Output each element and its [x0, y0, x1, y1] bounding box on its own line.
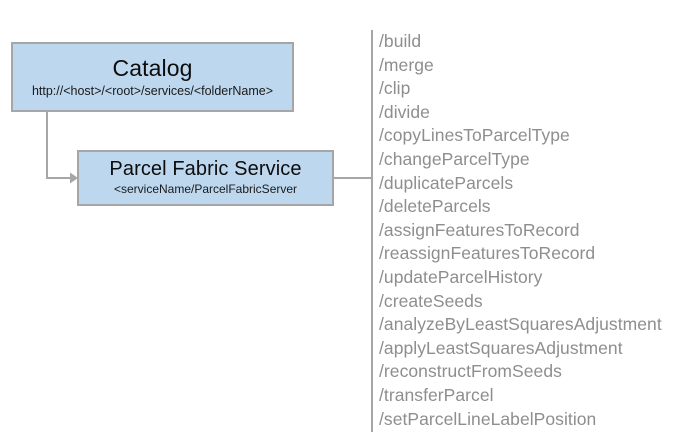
catalog-node[interactable]: Catalog http://<host>/<root>/services/<f… — [11, 42, 294, 112]
operation-item[interactable]: /transferParcel — [379, 384, 494, 405]
operation-item[interactable]: /changeParcelType — [379, 148, 530, 169]
operation-item[interactable]: /clip — [379, 78, 411, 99]
operation-item[interactable]: /analyzeByLeastSquaresAdjustment — [379, 314, 662, 335]
connector-catalog-to-service — [46, 112, 70, 179]
operation-item[interactable]: /applyLeastSquaresAdjustment — [379, 337, 623, 358]
operations-list: /build/merge/clip/divide/copyLinesToParc… — [379, 30, 684, 431]
operation-item[interactable]: /merge — [379, 54, 434, 75]
operation-item[interactable]: /reconstructFromSeeds — [379, 361, 562, 382]
catalog-node-title: Catalog — [112, 54, 193, 81]
operation-item[interactable]: /assignFeaturesToRecord — [379, 219, 580, 240]
operation-item[interactable]: /duplicateParcels — [379, 172, 514, 193]
operation-item[interactable]: /createSeeds — [379, 290, 483, 311]
catalog-node-url: http://<host>/<root>/services/<folderNam… — [31, 83, 274, 98]
operation-item[interactable]: /deleteParcels — [379, 196, 491, 217]
operation-item[interactable]: /build — [379, 31, 422, 51]
operation-item[interactable]: /divide — [379, 101, 430, 122]
operation-item[interactable]: /copyLinesToParcelType — [379, 125, 570, 146]
operation-item[interactable]: /setParcelLineLabelPosition — [379, 408, 597, 429]
operation-item[interactable]: /reassignFeaturesToRecord — [379, 243, 596, 264]
parcel-fabric-service-node[interactable]: Parcel Fabric Service <serviceName/Parce… — [77, 150, 334, 206]
parcel-fabric-service-node-url: <serviceName/ParcelFabricServer — [113, 182, 298, 197]
operation-item[interactable]: /updateParcelHistory — [379, 266, 543, 287]
parcel-fabric-service-node-title: Parcel Fabric Service — [109, 158, 302, 181]
